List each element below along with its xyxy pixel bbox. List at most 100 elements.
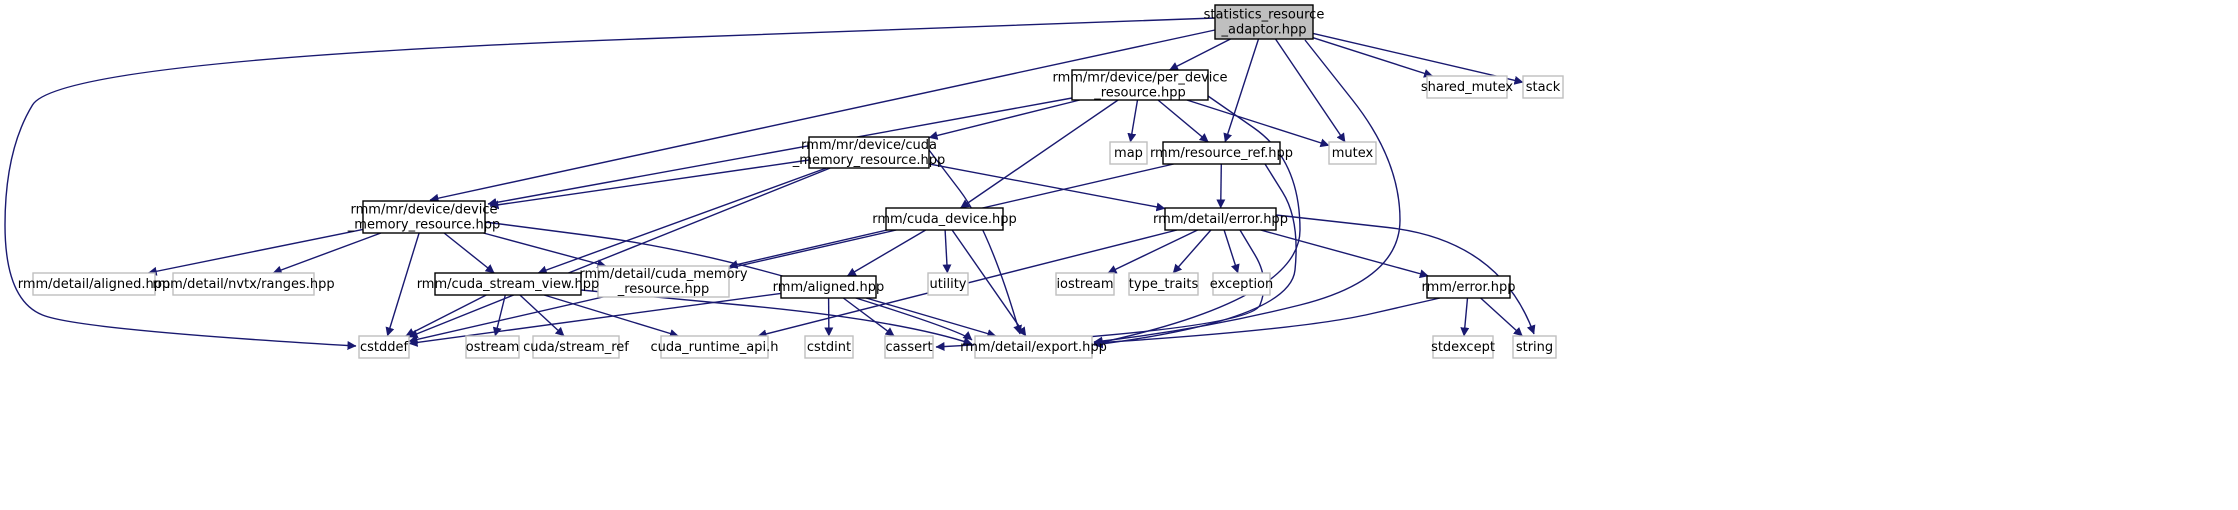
- edge-device_mr-to-export: [484, 221, 973, 341]
- node-box: [884, 335, 934, 359]
- node-per-device[interactable]: rmm/mr/device/per_device_resource.hpp: [1052, 69, 1228, 101]
- edge-aligned-to-cassert: [842, 297, 895, 337]
- edge-root-to-mutex: [1274, 38, 1346, 143]
- edge-root-to-export: [1093, 39, 1401, 346]
- node-label: cuda/stream_ref: [523, 340, 629, 355]
- edge-device_mr-to-detail_aligned: [147, 228, 364, 276]
- edge-detail_error-to-error: [1260, 229, 1429, 279]
- edges-layer: [4, 17, 1536, 352]
- edge-per_device-to-export: [1093, 95, 1301, 347]
- node-box: [927, 272, 969, 296]
- node-label: rmm/detail/cuda_memory: [579, 267, 747, 282]
- node-detail-error[interactable]: rmm/detail/error.hpp: [1153, 207, 1288, 231]
- edge-per_device-to-resource_ref: [1157, 99, 1209, 143]
- edge-per_device-to-mutex: [1186, 99, 1330, 148]
- node-export: rmm/detail/export.hpp: [960, 335, 1107, 359]
- node-mutex: mutex: [1328, 141, 1377, 165]
- node-label: stdexcept: [1431, 340, 1495, 355]
- edge-resource_ref-to-export: [1093, 163, 1297, 349]
- edge-cuda_stream_view-to-cuda_runtime: [543, 294, 679, 338]
- node-label: _memory_resource.hpp: [792, 153, 945, 168]
- node-label: cstddef: [360, 340, 409, 355]
- node-utility: utility: [927, 272, 969, 296]
- edge-cuda_mr-to-export: [928, 149, 1022, 335]
- edge-root-to-device_mr: [429, 29, 1216, 203]
- node-label: cassert: [885, 340, 932, 355]
- node-label: rmm/mr/device/device: [351, 203, 498, 218]
- node-nvtx-ranges: rmm/detail/nvtx/ranges.hpp: [152, 272, 335, 296]
- edge-error-to-stdexcept: [1460, 297, 1470, 337]
- node-label: stack: [1526, 80, 1561, 95]
- node-label: shared_mutex: [1421, 80, 1514, 95]
- edge-cuda_device-to-utility: [942, 229, 952, 274]
- node-label: utility: [930, 277, 967, 292]
- edge-device_mr-to-cuda_stream_view: [443, 232, 495, 274]
- edge-error-to-string: [1480, 297, 1523, 337]
- node-label: _memory_resource.hpp: [347, 218, 500, 233]
- edge-root-to-cstddef: [4, 17, 1216, 350]
- edge-cuda_device-to-aligned: [846, 229, 927, 277]
- node-label: exception: [1210, 277, 1274, 292]
- edge-device_mr-to-nvtx_ranges: [272, 232, 382, 275]
- node-shared-mutex: shared_mutex: [1421, 75, 1514, 99]
- node-label: rmm/cuda_device.hpp: [872, 212, 1017, 227]
- node-error[interactable]: rmm/error.hpp: [1422, 275, 1516, 299]
- node-box: [660, 335, 769, 359]
- edge-resource_ref-to-detail_error: [1216, 163, 1226, 209]
- edge-cuda_stream_view-to-stream_ref: [519, 294, 565, 337]
- edge-per_device-to-map: [1127, 99, 1139, 143]
- node-box: [597, 265, 730, 298]
- node-aligned[interactable]: rmm/aligned.hpp: [773, 275, 885, 299]
- node-box: [1522, 75, 1564, 99]
- node-box: [1055, 272, 1115, 296]
- node-detail-cuda-mr: rmm/detail/cuda_memory_resource.hpp: [579, 265, 748, 298]
- edge-cuda_mr-to-cuda_stream_view: [537, 167, 827, 275]
- node-resource-ref[interactable]: rmm/resource_ref.hpp: [1150, 141, 1293, 165]
- node-map: map: [1109, 141, 1148, 165]
- node-box: [358, 335, 410, 359]
- edge-cuda_mr-to-cstddef: [408, 167, 831, 338]
- node-box: [1328, 141, 1377, 165]
- node-box: [1512, 335, 1557, 359]
- node-box: [1162, 141, 1281, 165]
- edge-cuda_stream_view-to-ostream: [492, 294, 506, 337]
- node-label: rmm/mr/device/cuda: [801, 138, 937, 153]
- node-label: cstdint: [807, 340, 851, 355]
- edge-detail_error-to-exception: [1223, 229, 1240, 274]
- node-box: [1214, 4, 1314, 40]
- node-cuda-device[interactable]: rmm/cuda_device.hpp: [872, 207, 1017, 231]
- node-exception: exception: [1210, 272, 1274, 296]
- edge-per_device-to-cuda_device: [960, 99, 1119, 209]
- node-box: [1109, 141, 1148, 165]
- node-label: rmm/error.hpp: [1422, 280, 1516, 295]
- node-cuda-stream-view[interactable]: rmm/cuda_stream_view.hpp: [417, 272, 600, 296]
- edge-root-to-stack: [1312, 32, 1524, 85]
- node-label: rmm/cuda_stream_view.hpp: [417, 277, 600, 292]
- edge-detail_error-to-cassert: [935, 229, 1265, 352]
- node-label: _resource.hpp: [617, 282, 710, 297]
- node-string: string: [1512, 335, 1557, 359]
- edge-device_mr-to-cstddef: [385, 232, 420, 337]
- edge-aligned-to-cstddef: [408, 292, 782, 347]
- node-device-mr[interactable]: rmm/mr/device/device_memory_resource.hpp: [347, 200, 500, 234]
- node-iostream: iostream: [1055, 272, 1115, 296]
- node-stream-ref: cuda/stream_ref: [523, 335, 629, 359]
- node-label: iostream: [1056, 277, 1113, 292]
- edge-per_device-to-device_mr: [487, 97, 1073, 207]
- node-box: [780, 275, 877, 299]
- node-cassert: cassert: [884, 335, 934, 359]
- node-box: [434, 272, 582, 296]
- node-label: ostream: [466, 340, 520, 355]
- node-box: [1071, 69, 1209, 101]
- node-label: rmm/detail/aligned.hpp: [18, 277, 171, 292]
- node-cuda-mr[interactable]: rmm/mr/device/cuda_memory_resource.hpp: [792, 136, 945, 169]
- node-stack: stack: [1522, 75, 1564, 99]
- node-type-traits: type_traits: [1128, 272, 1199, 296]
- node-box: [974, 335, 1093, 359]
- node-root[interactable]: statistics_resource_adaptor.hpp: [1204, 4, 1325, 40]
- edge-cuda_stream_view-to-cstddef: [405, 294, 487, 337]
- edge-per_device-to-cuda_mr: [928, 99, 1080, 140]
- node-label: rmm/detail/export.hpp: [960, 340, 1107, 355]
- node-box: [532, 335, 620, 359]
- node-label: type_traits: [1129, 277, 1199, 292]
